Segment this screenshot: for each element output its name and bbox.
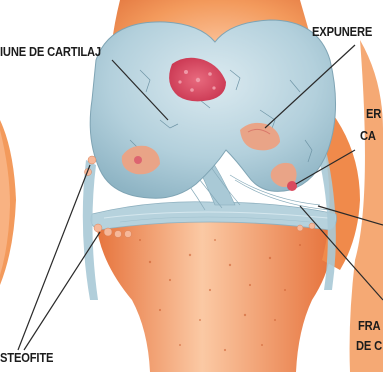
label-bone-exposure: EXPUNERE [312,24,372,39]
label-erosion-line1: ER [366,106,381,121]
label-fracture-line2: DE C [356,338,382,353]
label-cartilage-loss: IUNE DE CARTILAJ [0,44,101,59]
tibia-bone [96,212,332,372]
label-erosion-line2: CA [360,128,376,143]
label-osteophytes: STEOFITE [0,350,53,365]
label-fracture-line1: FRA [358,318,380,333]
